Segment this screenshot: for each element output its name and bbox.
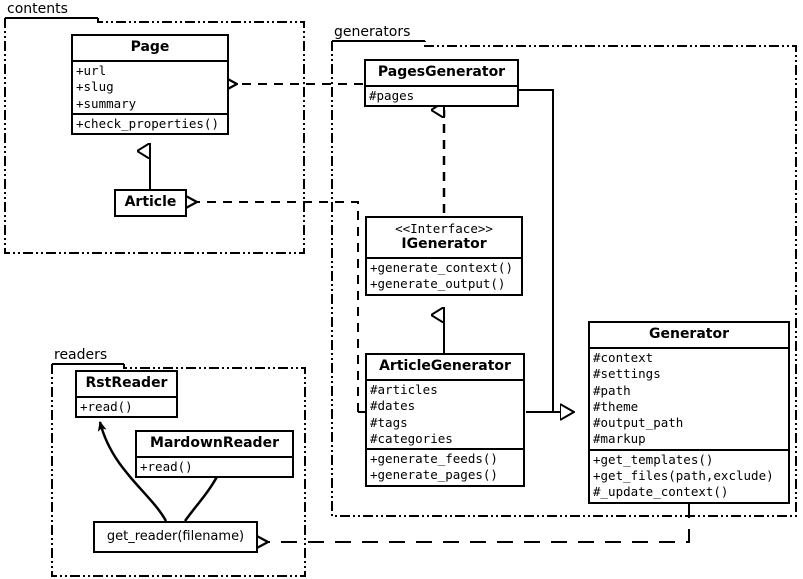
class-operations-igenerator: +generate_context() +generate_output() [367,257,521,294]
class-box-generator[interactable]: Generator #context #settings #path #them… [588,321,790,504]
readers-package-frame [51,363,306,577]
class-attributes-article-generator: #articles #dates #tags #categories [367,379,523,448]
class-name-rst-reader: RstReader [85,375,168,391]
attribute-row: #tags [370,414,408,430]
readers-package-label: readers [54,347,108,363]
class-name-article-generator: ArticleGenerator [379,358,511,374]
attribute-row: #articles [370,382,438,397]
call-get-reader-to-rstreader [97,421,168,522]
class-box-page[interactable]: Page +url +slug +summary +check_properti… [71,34,229,136]
attribute-row: #categories [370,430,453,446]
class-operations-article-generator: +generate_feeds() +generate_pages() [367,448,523,485]
operation-row: #_update_context() [593,484,729,500]
attribute-row: #theme [593,398,639,414]
operation-row: +read() [80,399,133,414]
operation-row: +generate_output() [370,276,506,292]
function-label-get-reader: get_reader(filename) [106,529,245,544]
operation-row: +get_files(path,exclude) [593,468,774,484]
operation-row: +get_templates() [593,451,714,467]
attribute-row: #pages [369,88,415,103]
attribute-row: #dates [370,398,416,414]
operation-row: +generate_feeds() [370,451,498,467]
class-name-generator: Generator [648,326,729,342]
class-attributes-page: +url +slug +summary [73,60,227,113]
generalization-generators-to-generator [519,89,574,412]
dependency-generator-to-get-reader [268,502,690,542]
class-operations-rst-reader: +read() [77,396,176,416]
attribute-row: #settings [593,366,661,382]
class-attributes-pages-generator: #pages [366,85,517,105]
function-box-get-reader[interactable]: get_reader(filename) [93,521,258,553]
attribute-row: +url [76,63,107,78]
class-name-pages-generator: PagesGenerator [377,64,506,80]
class-name-page: Page [130,39,170,55]
generators-package-frame [331,40,797,517]
class-name-article: Article [124,194,177,210]
operation-row: +check_properties() [76,115,219,131]
attribute-row: #context [593,350,654,365]
operation-row: +generate_pages() [370,467,498,483]
class-box-rst-reader[interactable]: RstReader +read() [75,370,178,419]
class-box-pages-generator[interactable]: PagesGenerator #pages [364,59,519,108]
class-operations-page: +check_properties() [73,112,227,133]
class-box-article[interactable]: Article [114,189,187,217]
attribute-row: #path [593,382,631,398]
class-operations-markdown-reader: +read() [137,456,292,476]
attribute-row: +summary [76,95,137,111]
attribute-row: #markup [593,431,646,447]
class-operations-generator: +get_templates() +get_files(path,exclude… [590,448,788,502]
class-box-article-generator[interactable]: ArticleGenerator #articles #dates #tags … [365,353,525,487]
class-box-markdown-reader[interactable]: MardownReader +read() [135,430,294,479]
class-stereotype-igenerator: <<Interface>> [395,221,493,236]
class-box-igenerator[interactable]: <<Interface>> IGenerator +generate_conte… [365,216,523,296]
attribute-row: #output_path [593,415,684,431]
generators-package-label: generators [334,24,411,40]
operation-row: +read() [140,459,193,474]
contents-package-frame [4,17,305,254]
contents-package-label: contents [7,1,68,17]
class-attributes-generator: #context #settings #path #theme #output_… [590,347,788,449]
attribute-row: +slug [76,79,114,95]
dependency-articlegenerator-to-article [197,202,366,413]
class-name-igenerator: IGenerator [401,236,487,252]
operation-row: +generate_context() [370,260,513,275]
class-name-markdown-reader: MardownReader [150,435,279,451]
